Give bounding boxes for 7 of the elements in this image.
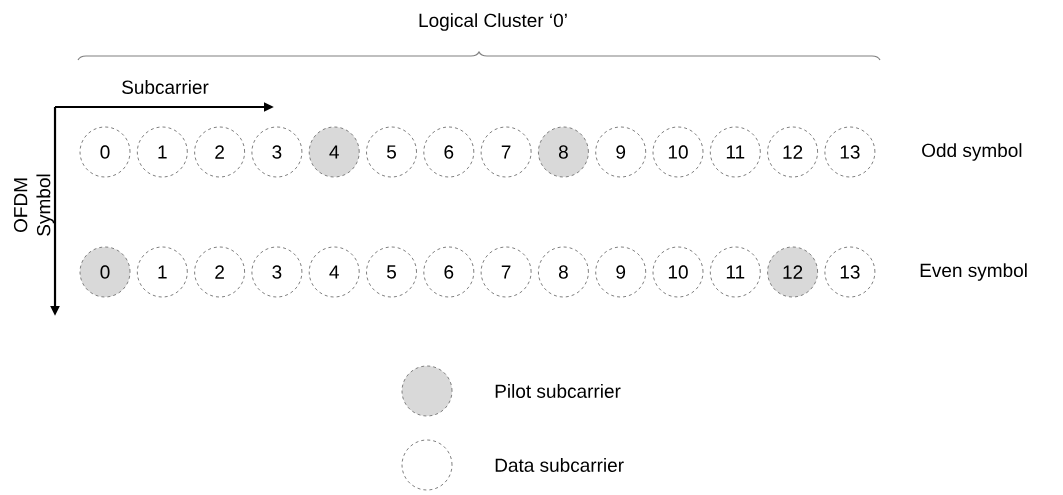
legend-text: Data subcarrier — [495, 458, 624, 472]
axis-label: OFDM Symbol — [13, 174, 55, 236]
row-label: Even symbol — [920, 263, 1027, 281]
legend-text: Pilot subcarrier — [495, 384, 621, 398]
title-text: Logical Cluster ‘0’ — [419, 13, 567, 31]
axis-label: Subcarrier — [122, 80, 209, 94]
row-label: Odd symbol — [922, 143, 1022, 161]
